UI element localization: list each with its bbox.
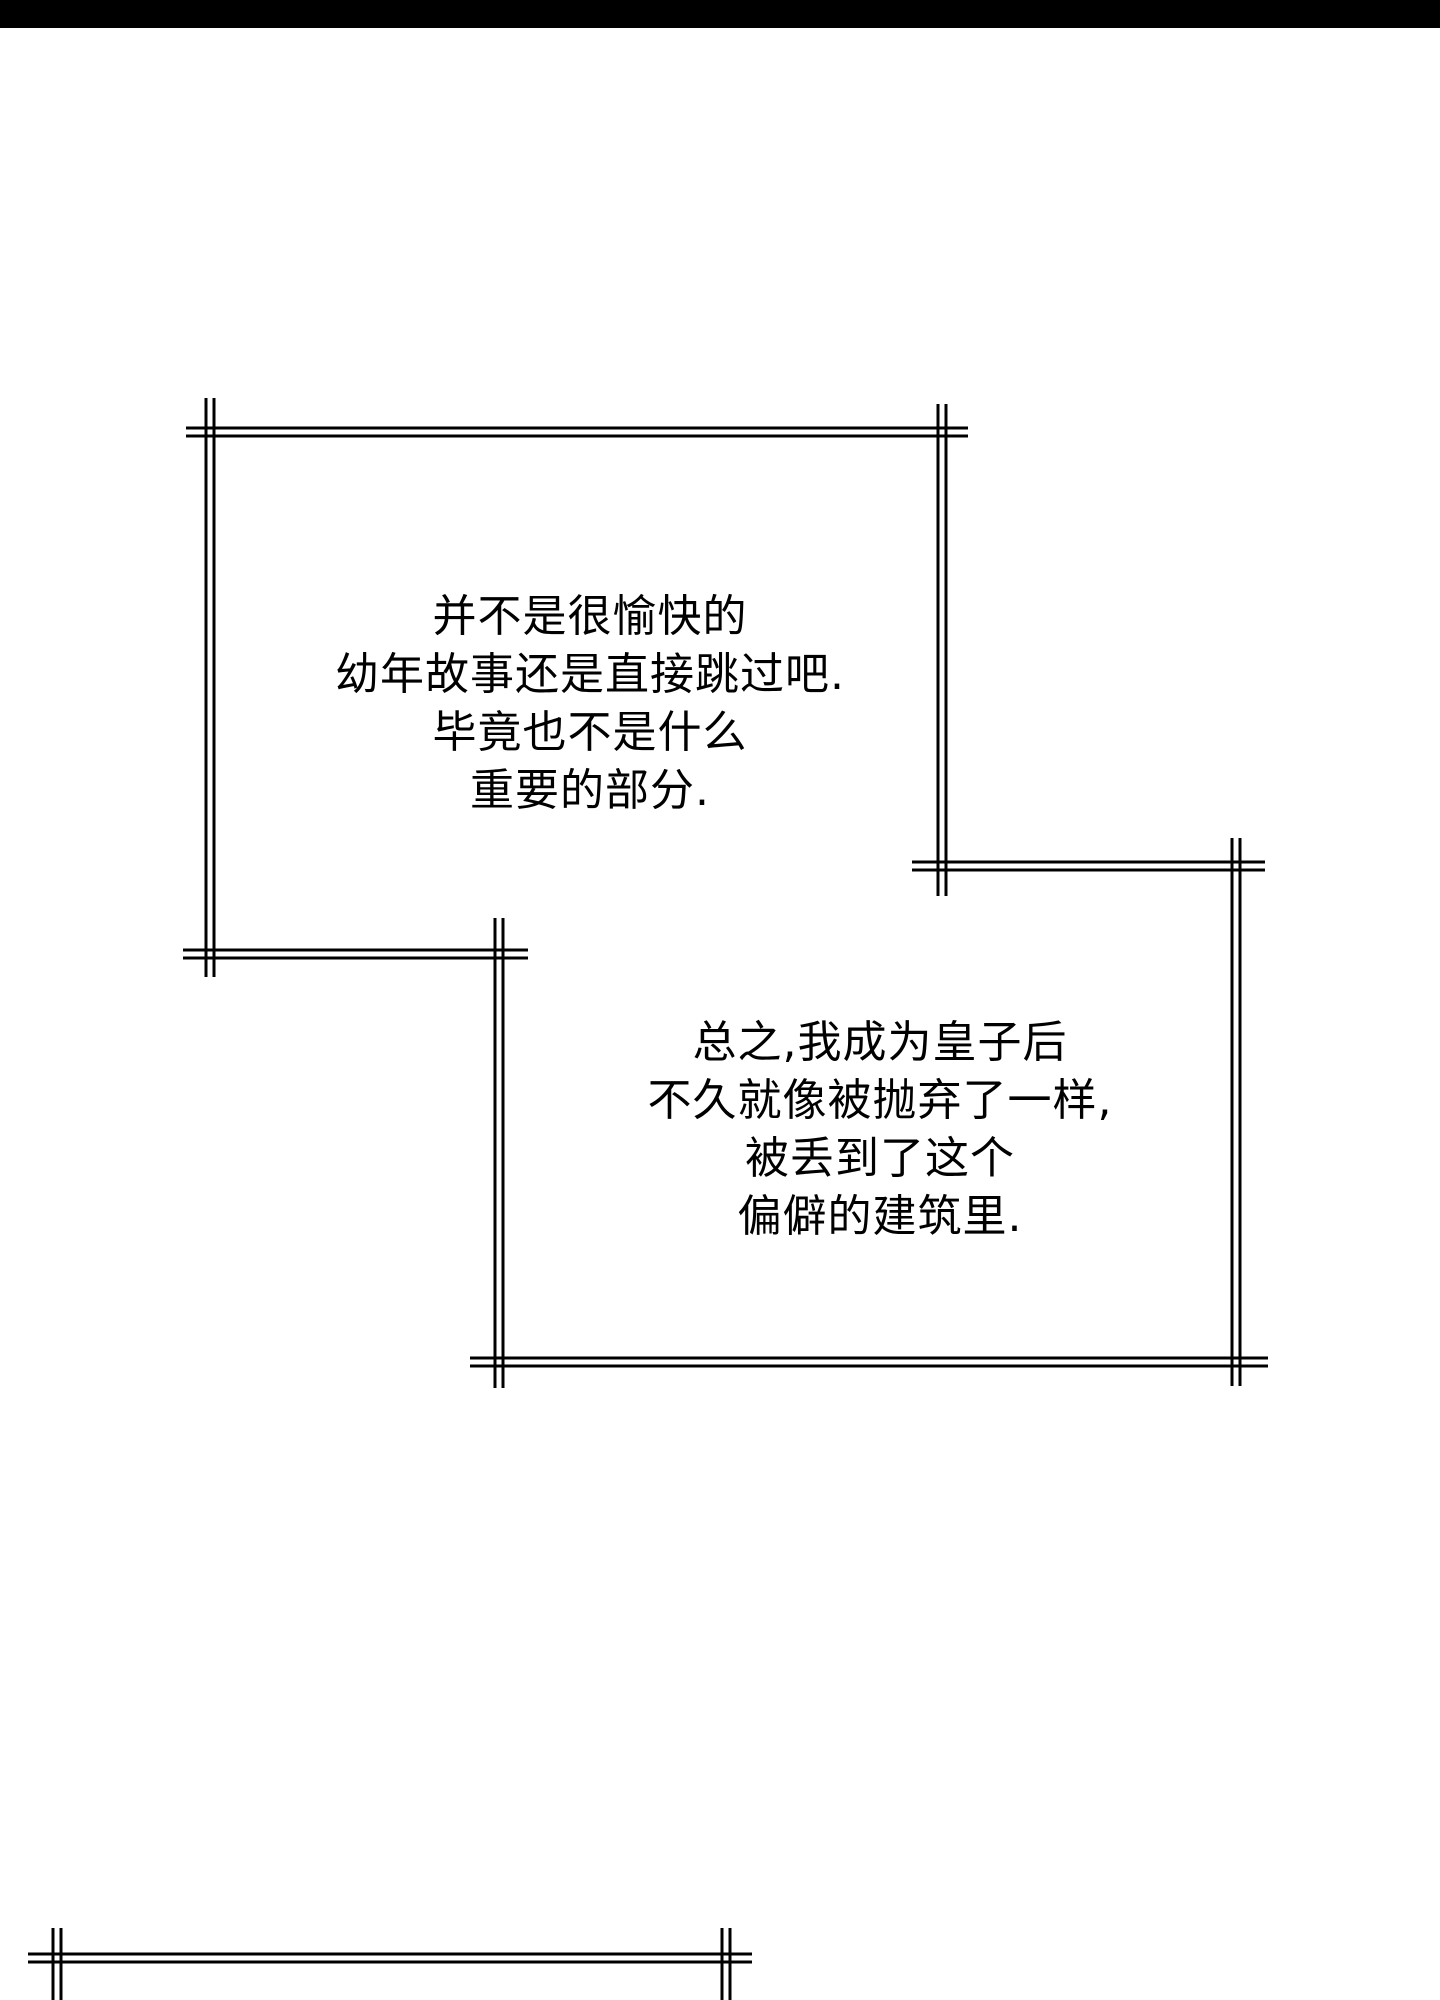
top-black-band: [0, 0, 1440, 28]
narration-caption-1: 并不是很愉快的 幼年故事还是直接跳过吧. 毕竟也不是什么 重要的部分.: [210, 588, 970, 820]
caption-1-line: 重要的部分.: [470, 765, 710, 816]
caption-2-line: 偏僻的建筑里.: [737, 1191, 1023, 1242]
caption-2-line: 总之,我成为皇子后: [692, 1017, 1068, 1068]
caption-frame-1: [183, 398, 968, 977]
caption-frame-3: [28, 1928, 752, 2000]
caption-1-line: 幼年故事还是直接跳过吧.: [335, 649, 845, 700]
caption-1-line: 并不是很愉快的: [432, 591, 748, 642]
caption-frame-2: [470, 838, 1268, 1388]
caption-2-line: 被丢到了这个: [745, 1133, 1015, 1184]
caption-1-line: 毕竟也不是什么: [432, 707, 748, 758]
caption-2-line: 不久就像被抛弃了一样,: [647, 1075, 1113, 1126]
narration-caption-2: 总之,我成为皇子后 不久就像被抛弃了一样, 被丢到了这个 偏僻的建筑里.: [520, 1014, 1240, 1246]
